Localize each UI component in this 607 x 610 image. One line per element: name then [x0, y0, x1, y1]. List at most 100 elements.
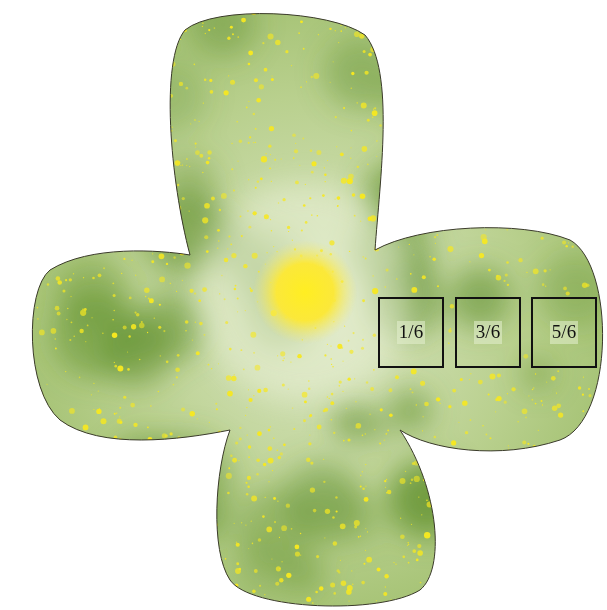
speckle	[248, 226, 251, 229]
speckle	[259, 585, 261, 587]
speckle	[197, 418, 198, 419]
speckle	[479, 220, 482, 223]
speckle	[591, 582, 596, 587]
speckle	[587, 242, 588, 243]
speckle	[324, 354, 326, 356]
speckle	[114, 584, 118, 588]
speckle	[409, 186, 411, 188]
speckle	[166, 263, 168, 265]
speckle	[429, 256, 430, 257]
speckle	[246, 407, 247, 408]
speckle	[351, 570, 352, 571]
speckle	[142, 120, 144, 122]
speckle	[554, 493, 555, 494]
speckle	[524, 565, 527, 568]
speckle	[462, 400, 467, 405]
speckle	[36, 548, 40, 552]
speckle	[497, 465, 500, 468]
speckle	[560, 209, 561, 210]
speckle	[348, 340, 350, 342]
speckle	[53, 572, 54, 573]
speckle	[541, 237, 544, 240]
speckle	[392, 147, 393, 148]
speckle	[141, 321, 143, 323]
speckle	[130, 403, 135, 408]
speckle	[361, 581, 365, 585]
speckle	[463, 144, 464, 145]
speckle	[365, 528, 366, 529]
speckle	[198, 574, 199, 575]
speckle	[185, 330, 186, 331]
speckle	[303, 419, 306, 422]
leaf-outline	[32, 14, 602, 606]
speckle	[420, 582, 422, 584]
speckle	[531, 580, 534, 583]
sample-square: 5/6	[531, 297, 597, 368]
speckle	[339, 385, 341, 387]
speckle	[477, 88, 479, 90]
speckle	[139, 359, 141, 361]
speckle	[291, 528, 293, 530]
mottle-blob	[333, 404, 368, 439]
speckle	[95, 526, 97, 528]
speckle	[400, 534, 405, 539]
speckle	[558, 412, 563, 417]
speckle	[462, 527, 464, 529]
speckle	[119, 544, 120, 545]
speckle	[596, 36, 599, 39]
speckle	[93, 409, 94, 410]
speckle	[91, 394, 92, 395]
speckle	[210, 90, 214, 94]
speckle	[350, 158, 351, 159]
speckle	[129, 100, 135, 106]
speckle	[333, 61, 334, 62]
mottle-blob	[395, 141, 448, 194]
speckle	[218, 455, 219, 456]
speckle	[385, 140, 387, 142]
speckle	[86, 579, 87, 580]
speckle	[186, 158, 188, 160]
speckle	[152, 253, 153, 254]
speckle	[189, 210, 190, 211]
speckle	[40, 161, 42, 163]
speckle	[147, 332, 148, 333]
speckle	[585, 125, 587, 127]
speckle	[352, 332, 354, 334]
speckle	[112, 482, 113, 483]
speckle	[295, 551, 300, 556]
speckle	[443, 508, 446, 511]
speckle	[268, 481, 269, 482]
speckle	[232, 33, 234, 35]
speckle	[177, 481, 179, 483]
speckle	[179, 241, 180, 242]
speckle	[308, 380, 309, 381]
speckle	[572, 485, 578, 491]
speckle	[53, 236, 55, 238]
speckle	[330, 583, 335, 588]
speckle	[342, 391, 343, 392]
speckle	[488, 393, 490, 395]
speckle	[234, 523, 235, 524]
speckle	[57, 43, 61, 47]
speckle	[209, 422, 210, 423]
speckle	[167, 532, 168, 533]
speckle	[533, 387, 534, 388]
speckle	[196, 351, 200, 355]
speckle	[139, 447, 143, 451]
speckle	[90, 153, 91, 154]
speckle	[106, 201, 108, 203]
speckle	[368, 53, 372, 57]
speckle	[545, 511, 548, 514]
speckle	[218, 240, 220, 242]
speckle	[176, 291, 177, 292]
speckle	[306, 81, 307, 82]
speckle	[361, 103, 367, 109]
speckle	[305, 184, 306, 185]
speckle	[365, 486, 366, 487]
speckle	[504, 401, 507, 404]
speckle	[59, 433, 62, 436]
speckle	[28, 146, 30, 148]
speckle	[22, 270, 24, 272]
speckle	[102, 332, 103, 333]
speckle	[187, 452, 189, 454]
